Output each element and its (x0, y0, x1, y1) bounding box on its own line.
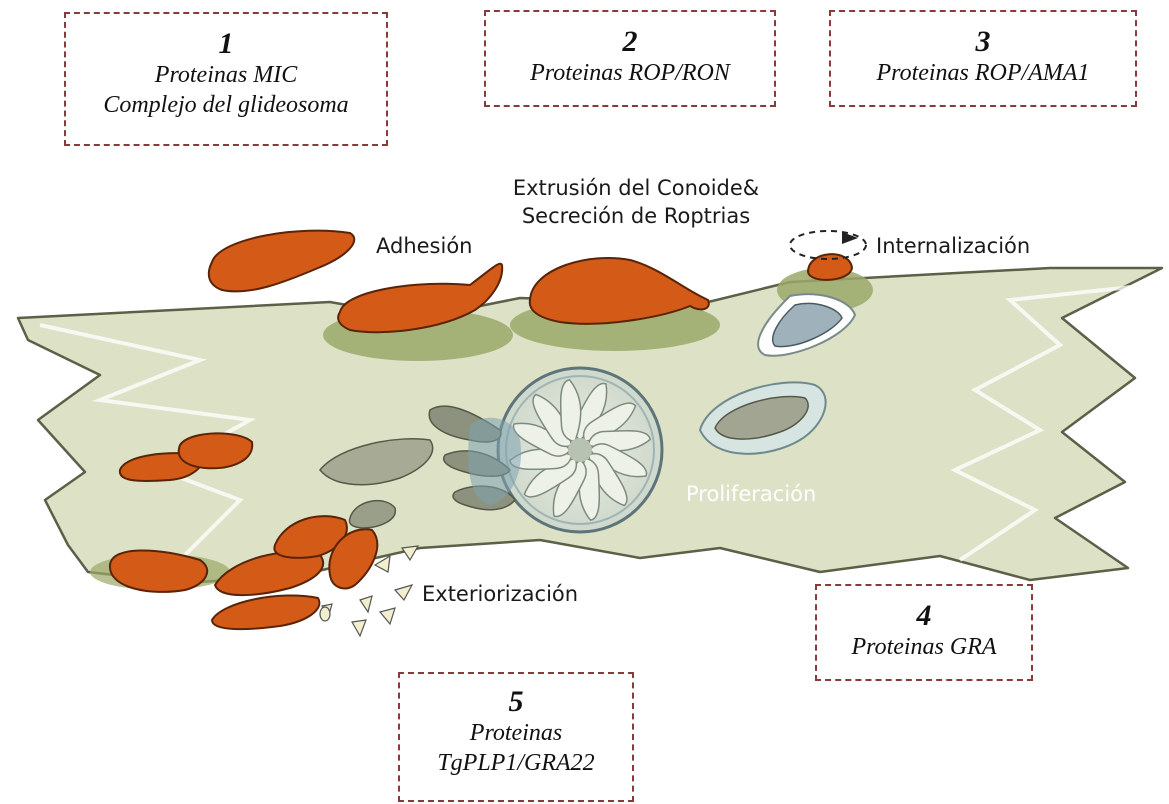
label-internalizacion-text: Internalización (876, 232, 1030, 260)
step-number-2: 2 (486, 26, 774, 58)
step-number-4: 4 (817, 600, 1031, 632)
label-proliferacion: Proliferación (686, 480, 816, 508)
step-2-line-1: Proteinas ROP/RON (486, 58, 774, 88)
step-box-4: 4 Proteinas GRA (815, 584, 1033, 681)
step-box-2: 2 Proteinas ROP/RON (484, 10, 776, 107)
label-extrusion-line-2: Secreción de Roptrias (484, 202, 788, 230)
label-extrusion: Extrusión del Conoide& Secreción de Ropt… (484, 174, 788, 230)
rosette-center (568, 438, 592, 462)
label-exteriorizacion: Exteriorización (422, 580, 578, 608)
step-box-1: 1 Proteinas MIC Complejo del glideosoma (64, 12, 388, 146)
step-5-line-1: Proteinas (400, 718, 632, 748)
step-5-line-2: TgPLP1/GRA22 (400, 748, 632, 778)
step-4-line-1: Proteinas GRA (817, 632, 1031, 662)
label-exteriorizacion-text: Exteriorización (422, 580, 578, 608)
step-number-5: 5 (400, 686, 632, 718)
step-box-5: 5 Proteinas TgPLP1/GRA22 (398, 672, 634, 802)
parasite-free (209, 231, 354, 292)
label-extrusion-line-1: Extrusión del Conoide& (484, 174, 788, 202)
step-3-line-1: Proteinas ROP/AMA1 (831, 58, 1135, 88)
parasite-exit-5 (212, 595, 319, 629)
step-box-3: 3 Proteinas ROP/AMA1 (829, 10, 1137, 107)
label-adhesion: Adhesión (376, 232, 473, 260)
step-number-3: 3 (831, 26, 1135, 58)
step-1-line-2: Complejo del glideosoma (66, 90, 386, 120)
label-adhesion-text: Adhesión (376, 232, 473, 260)
label-internalizacion: Internalización (876, 232, 1030, 260)
step-number-1: 1 (66, 28, 386, 60)
step-1-line-1: Proteinas MIC (66, 60, 386, 90)
label-proliferacion-text: Proliferación (686, 480, 816, 508)
rotation-arrow-head (842, 232, 858, 244)
